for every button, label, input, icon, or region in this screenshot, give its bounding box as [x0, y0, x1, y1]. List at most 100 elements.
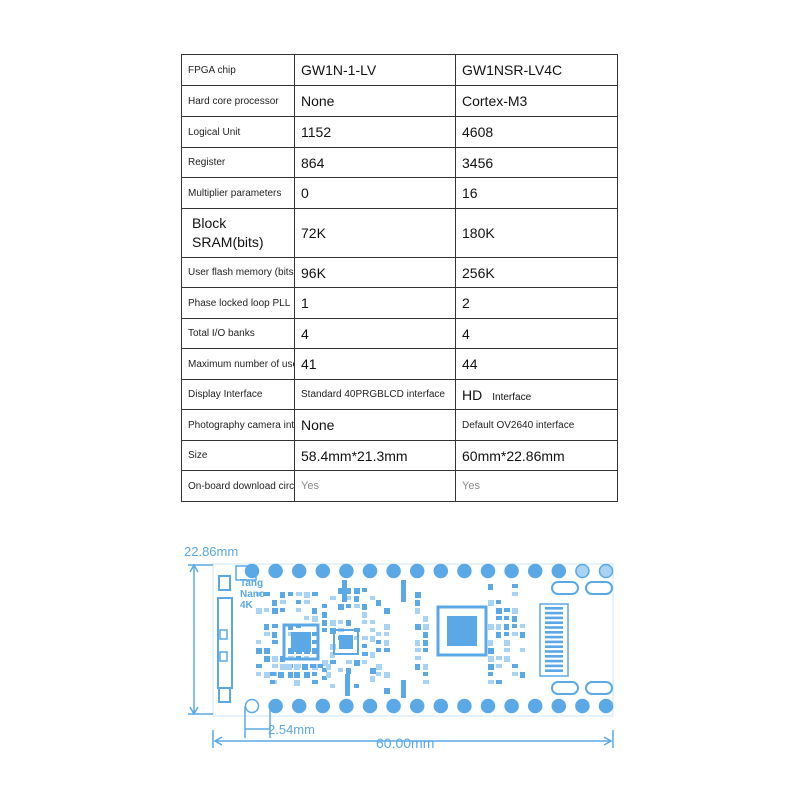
- smd-pad: [488, 640, 493, 646]
- smd-pad: [423, 616, 428, 622]
- lcd-pin: [545, 659, 563, 663]
- lcd-pin: [545, 631, 563, 634]
- table-row: User flash memory (bits) 96K 256K: [181, 257, 618, 288]
- smd-pad: [264, 592, 270, 596]
- smd-pad: [496, 664, 502, 668]
- smd-pad: [384, 672, 390, 678]
- smd-pad: [256, 648, 262, 654]
- table-row: Register 864 3456: [181, 147, 618, 178]
- pitch-dimension-label: 2.54mm: [268, 722, 315, 737]
- smd-pad: [346, 668, 351, 674]
- header-pin: [575, 698, 590, 714]
- header-pin: [409, 563, 425, 579]
- header-pin: [362, 698, 378, 714]
- lcd-pin: [545, 626, 563, 629]
- smd-pads: [256, 584, 525, 694]
- smd-pad: [512, 632, 518, 636]
- smd-pad: [362, 588, 367, 592]
- smd-pad: [322, 676, 327, 680]
- smd-pad: [264, 608, 269, 612]
- value-gw1n: Yes: [294, 470, 456, 502]
- value-gw1n: None: [294, 85, 456, 117]
- smd-pad: [264, 672, 270, 678]
- smd-pad: [423, 648, 428, 652]
- lcd-pin: [545, 655, 563, 658]
- smd-pad: [278, 672, 284, 678]
- smd-pad: [296, 608, 301, 612]
- lcd-pin: [545, 650, 563, 653]
- smd-pad: [322, 620, 327, 626]
- smd-pad: [362, 620, 367, 624]
- header-pin: [244, 698, 260, 714]
- smd-pad: [296, 592, 302, 596]
- smd-pad: [415, 592, 421, 598]
- dimension-width: [212, 730, 614, 748]
- smd-pad: [520, 648, 525, 652]
- smd-pad: [362, 604, 367, 610]
- smd-pad: [304, 592, 310, 598]
- spec-table: FPGA chip GW1N-1-LV GW1NSR-LV4C Hard cor…: [181, 54, 618, 502]
- smd-pad: [504, 616, 509, 620]
- value-gw1nsr: 3456: [455, 147, 618, 178]
- smd-pad: [354, 588, 360, 594]
- smd-pad: [512, 608, 518, 614]
- oval-pad: [551, 581, 579, 595]
- smd-pad: [496, 632, 501, 638]
- smd-pad: [312, 632, 318, 636]
- smd-pad: [264, 648, 270, 654]
- smd-pad: [330, 660, 336, 664]
- lcd-connector-frame: [539, 603, 569, 677]
- oval-pad: [585, 581, 613, 595]
- smd-pad: [256, 592, 262, 596]
- smd-pad: [286, 664, 292, 670]
- board-outline: [212, 563, 614, 717]
- smd-pad: [256, 672, 261, 676]
- smd-pad: [415, 600, 420, 606]
- lcd-connector-pins: [545, 607, 563, 672]
- smd-pad: [384, 608, 390, 614]
- smd-pad: [423, 672, 428, 676]
- value-gw1nsr: 44: [455, 348, 618, 380]
- smd-pad: [520, 624, 525, 628]
- smd-pad: [415, 656, 421, 660]
- row-label: Block SRAM(bits): [181, 208, 295, 258]
- smd-pad: [504, 608, 510, 612]
- smd-pad: [288, 672, 293, 678]
- smd-pad: [326, 664, 331, 670]
- small-square-pad: [219, 629, 228, 640]
- smd-pad: [376, 664, 382, 670]
- smd-pad: [370, 668, 376, 674]
- smd-pad: [272, 656, 278, 662]
- row-label: Size: [181, 440, 295, 471]
- header-pin: [504, 563, 519, 579]
- main-chip-die: [447, 616, 477, 646]
- smd-pad: [415, 608, 420, 614]
- smd-pad: [346, 660, 352, 664]
- smd-pad: [280, 664, 286, 670]
- table-row: Block SRAM(bits) 72K 180K: [181, 208, 618, 258]
- header-pin: [480, 563, 496, 579]
- smd-pad: [354, 636, 359, 640]
- smd-pad: [294, 680, 300, 686]
- smd-pad: [423, 624, 429, 630]
- lcd-pin: [545, 669, 563, 672]
- header-pin: [480, 698, 496, 714]
- smd-pad: [370, 652, 375, 658]
- value-gw1n: 864: [294, 147, 456, 178]
- smd-pad: [496, 624, 501, 630]
- header-pin: [315, 563, 331, 579]
- row-label: Logical Unit: [181, 116, 295, 148]
- smd-pad: [370, 676, 375, 682]
- smd-pad: [384, 688, 390, 694]
- button-outline: [235, 565, 257, 581]
- smd-pad: [264, 656, 270, 662]
- smd-pad: [496, 680, 502, 684]
- smd-pad: [376, 632, 381, 636]
- smd-pad: [288, 592, 293, 596]
- chip-small-body: [282, 623, 320, 661]
- smd-pad: [488, 680, 494, 684]
- smd-pad: [322, 628, 327, 632]
- component-strip: [345, 674, 350, 696]
